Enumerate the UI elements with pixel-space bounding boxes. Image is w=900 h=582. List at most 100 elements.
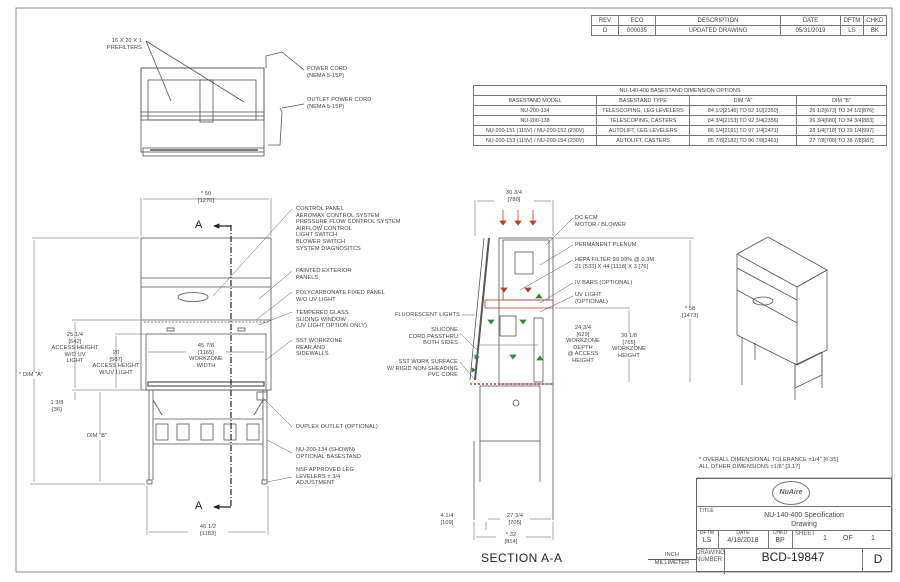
- cord-passthru-callout: SILICONE CORD PASSTHRU BOTH SIDES: [408, 327, 458, 347]
- description-header: DESCRIPTION: [655, 15, 781, 26]
- duplex-outlet-callout: DUPLEX OUTLET (OPTIONAL): [296, 424, 378, 430]
- isometric-view-drawing: [736, 236, 828, 400]
- chkd-cell: CHKD BP: [768, 530, 793, 548]
- cell-dim-a: 85 7/8[2182] TO 96 7/8[2461]: [689, 135, 797, 146]
- basestand-dimension-table: NU-140-400 BASESTAND DIMENSION OPTIONS B…: [473, 85, 887, 146]
- rev-header: REV: [591, 15, 619, 26]
- col-header-type: BASESTAND TYPE: [596, 95, 690, 106]
- date-value: 05/31/2019: [780, 25, 841, 36]
- cell-type: AUTOLIFT, LEG LEVELERS: [596, 125, 690, 136]
- date-cell: DATE 4/18/2018: [718, 530, 769, 548]
- sst-workzone-callout: SST WORKZONE REAR AND SIDEWALLS: [296, 338, 343, 358]
- cell-model: NU-200-151 (115V) / NU-200-152 (230V): [473, 125, 597, 136]
- access-height-uv-dim: 20 [507] ACCESS HEIGHT W/UV LIGHT: [92, 350, 140, 376]
- divider: [696, 530, 892, 531]
- chkd-value: BP: [775, 536, 785, 544]
- dftm-value: LS: [840, 25, 864, 36]
- dftm-header: DFTM: [840, 15, 864, 26]
- units-label: INCH MILLIMETER: [648, 552, 696, 566]
- divider: [696, 548, 892, 549]
- description-value: UPDATED DRAWING: [655, 25, 781, 36]
- plenum-callout: PERMANENT PLENUM: [575, 242, 637, 248]
- workzone-width-dim: 45 7/8 [1165] WORKZONE WIDTH: [186, 343, 226, 370]
- dftm-value: LS: [702, 536, 712, 544]
- cell-dim-a: 84 3/4[2153] TO 92 3/4[2356]: [689, 115, 797, 126]
- tolerance-notes: * OVERALL DIMENSIONAL TOLERANCE ±1/4" [6…: [699, 457, 839, 470]
- table-row: NU-200-153 (115V) / NU-200-154 (230V) AU…: [473, 135, 887, 146]
- overall-depth-dim: * 32[814]: [496, 532, 526, 546]
- dim-a-label: * DIM "A": [19, 372, 44, 379]
- leg-levelers-callout: NSF APPROVED LEG LEVELERS ± 3/4 ADJUSTME…: [296, 467, 354, 487]
- control-panel-callout: CONTROL PANEL AEROMAX CONTROL SYSTEM PRE…: [296, 206, 401, 252]
- cell-type: TELESCOPING, LEG LEVELERS: [596, 105, 690, 116]
- cell-type: AUTOLIFT, CASTERS: [596, 135, 690, 146]
- col-header-dim-b: DIM "B": [796, 95, 887, 106]
- access-height-no-uv-dim: 25 1/4 [642] ACCESS HEIGHT W/O UV LIGHT: [51, 332, 99, 365]
- base-width-dim: 46 1/2[1183]: [188, 524, 228, 538]
- dftm-label: DFTM: [699, 530, 715, 536]
- of-value: 1: [871, 535, 875, 542]
- section-marker-top: A: [195, 219, 203, 231]
- front-view-drawing: [30, 198, 293, 535]
- chkd-value: BK: [862, 25, 888, 36]
- table-row: NU-200-138 TELESCOPING, CASTERS 84 3/4[2…: [473, 115, 887, 126]
- table-title: NU-140-400 BASESTAND DIMENSION OPTIONS: [473, 85, 887, 96]
- outlet-power-cord-label: OUTLET POWER CORD(NEMA 5-15P): [307, 97, 372, 110]
- cell-dim-b: 28 1/4[718] TO 39 1/4[997]: [796, 125, 887, 136]
- cell-dim-b: 27 7/8[708] TO 38 7/8[987]: [796, 135, 887, 146]
- cell-dim-a: 84 1/2[2146] TO 92 1/2[2350]: [689, 105, 797, 116]
- workzone-depth-dim: 24 3/4 [629] WORKZONE DEPTH @ ACCESS HEI…: [566, 325, 600, 364]
- small-offset-dim: 1 3/8[36]: [50, 400, 64, 413]
- nuaire-logo: NuAire: [772, 481, 810, 505]
- cell-dim-b: 26 1/2[673] TO 34 1/2[876]: [796, 105, 887, 116]
- cell-model: NU-200-138: [473, 115, 597, 126]
- section-depth-dim: 30 3/4[780]: [494, 190, 534, 204]
- work-surface-callout: SST WORK SURFACE W/ RIGID NON-SHEADING P…: [386, 359, 458, 379]
- eco-value: 000035: [618, 25, 656, 36]
- iv-bars-callout: IV BARS (OPTIONAL): [575, 280, 633, 286]
- cell-model: NU-200-153 (115V) / NU-200-154 (230V): [473, 135, 597, 146]
- section-view-drawing: [459, 200, 694, 540]
- power-cord-label: POWER CORD(NEMA 5-15P): [307, 66, 348, 79]
- revision-row: D 000035 UPDATED DRAWING 05/31/2019 LS B…: [591, 25, 888, 36]
- divider: [696, 506, 892, 507]
- section-marker-bottom: A: [195, 500, 203, 512]
- offset-dim: 4 1/4[109]: [440, 513, 454, 526]
- col-header-dim-a: DIM "A": [689, 95, 797, 106]
- drawing-number: BCD-19847: [761, 550, 825, 564]
- cell-model: NU-200-134: [473, 105, 597, 116]
- chkd-label: CHKD: [772, 530, 788, 536]
- rev-value: D: [591, 25, 619, 36]
- revision-letter: D: [862, 548, 893, 572]
- tempered-glass-callout: TEMPERED GLASS SLIDING WINDOW (UV LIGHT …: [296, 310, 367, 330]
- inner-depth-dim: 27 3/4[705]: [500, 513, 530, 527]
- cell-type: TELESCOPING, CASTERS: [596, 115, 690, 126]
- cell-dim-a: 86 1/4[2191] TO 97 1/4[2471]: [689, 125, 797, 136]
- revision-table: REV ECO DESCRIPTION DATE DFTM CHKD D 000…: [591, 15, 888, 36]
- section-title: SECTION A-A: [481, 551, 563, 565]
- front-width-dim: * 50[1270]: [197, 191, 215, 204]
- sheet-value: 1: [823, 535, 827, 542]
- title-label: TITLE: [699, 508, 714, 514]
- cell-dim-b: 26 3/4[680] TO 34 3/4[883]: [796, 115, 887, 126]
- uv-light-callout: UV LIGHT(OPTIONAL): [575, 292, 609, 305]
- workzone-height-dim: 30 1/8 [765] WORKZONE HEIGHT: [609, 333, 649, 360]
- chkd-header: CHKD: [862, 15, 888, 26]
- eco-header: ECO: [618, 15, 656, 26]
- date-label: DATE: [736, 530, 750, 536]
- title-block: [696, 478, 892, 572]
- revision-header-row: REV ECO DESCRIPTION DATE DFTM CHKD: [591, 15, 888, 26]
- table-row: NU-200-151 (115V) / NU-200-152 (230V) AU…: [473, 125, 887, 136]
- dim-b-label: DIM "B": [87, 433, 108, 440]
- dftm-cell: DFTM LS: [696, 530, 719, 548]
- basestand-callout: NU-200-134 (SHOWN)OPTIONAL BASESTAND: [296, 447, 361, 460]
- date-header: DATE: [780, 15, 841, 26]
